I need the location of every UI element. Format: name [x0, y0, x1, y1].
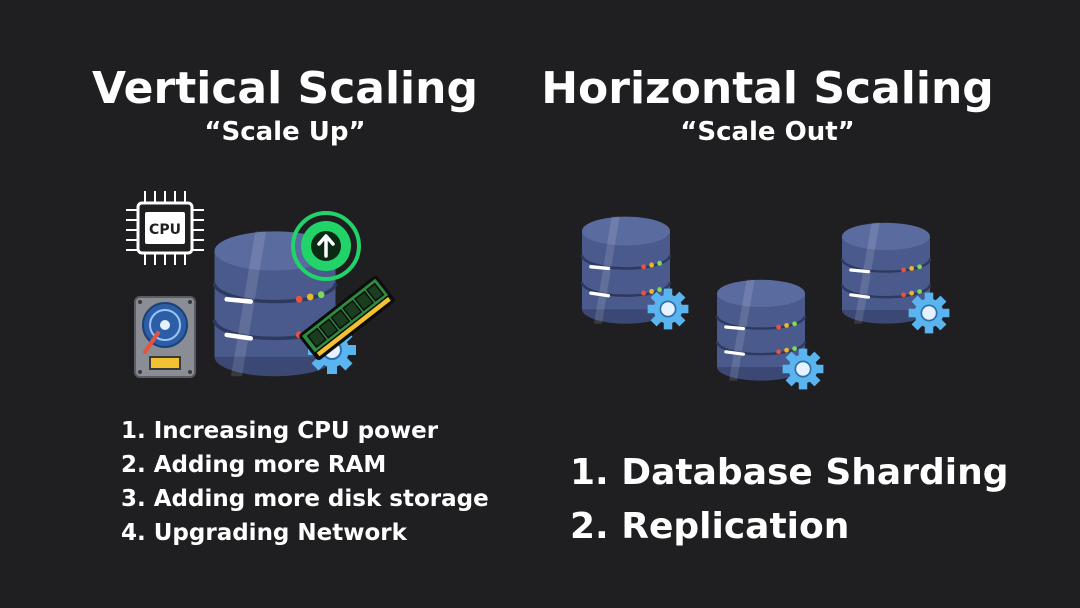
gear-icon	[646, 287, 690, 331]
cpu-label: CPU	[149, 222, 181, 238]
horizontal-scaling-list: 1. Database Sharding 2. Replication	[570, 446, 1009, 554]
vertical-scaling-subtitle: “Scale Up”	[204, 117, 366, 147]
list-item: 3. Adding more disk storage	[121, 486, 489, 512]
arrow-up-icon	[291, 211, 361, 281]
hard-drive-icon	[134, 296, 196, 378]
ram-icon	[299, 275, 395, 361]
horizontal-scaling-subtitle: “Scale Out”	[680, 117, 855, 147]
list-item: 2. Replication	[570, 506, 850, 547]
list-item: 2. Adding more RAM	[121, 452, 387, 478]
list-item: 4. Upgrading Network	[121, 520, 407, 546]
vertical-scaling-list: 1. Increasing CPU power 2. Adding more R…	[121, 414, 489, 550]
gear-icon	[781, 347, 825, 391]
list-item: 1. Database Sharding	[570, 452, 1009, 493]
gear-icon	[907, 291, 951, 335]
horizontal-scaling-title: Horizontal Scaling	[541, 63, 994, 114]
vertical-scaling-title: Vertical Scaling	[92, 63, 478, 114]
cpu-icon: CPU	[126, 191, 204, 265]
list-item: 1. Increasing CPU power	[121, 418, 439, 444]
